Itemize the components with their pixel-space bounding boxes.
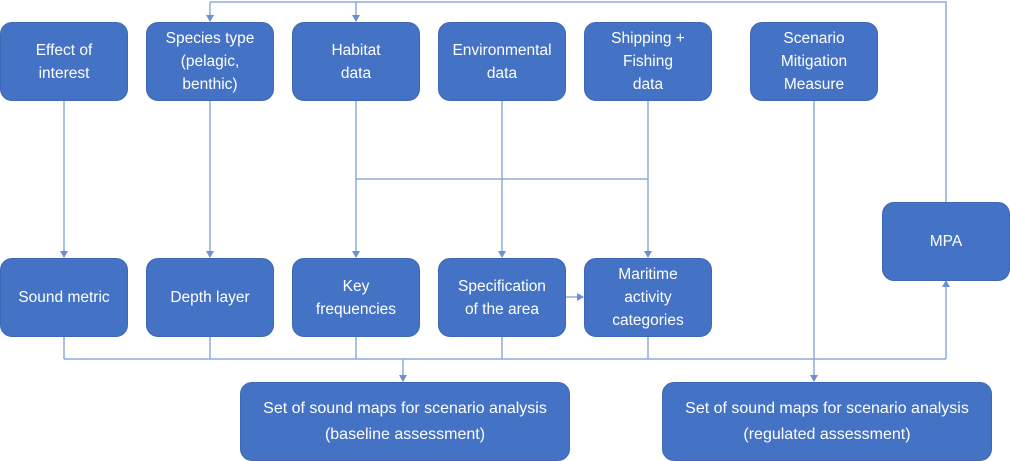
node-environmental-data: Environmental data bbox=[438, 22, 566, 101]
node-scenario-mitigation-measure: Scenario Mitigation Measure bbox=[750, 22, 878, 101]
node-regulated-sound-maps: Set of sound maps for scenario analysis … bbox=[662, 382, 992, 461]
node-mpa: MPA bbox=[882, 202, 1010, 281]
node-shipping-fishing-data: Shipping + Fishing data bbox=[584, 22, 712, 101]
connector-mpa-to-top bbox=[210, 1, 947, 202]
node-depth-layer: Depth layer bbox=[146, 258, 274, 337]
node-specification-of-area: Specification of the area bbox=[438, 258, 566, 337]
node-key-frequencies: Key frequencies bbox=[292, 258, 420, 337]
node-species-type: Species type (pelagic, benthic) bbox=[146, 22, 274, 101]
node-habitat-data: Habitat data bbox=[292, 22, 420, 101]
node-sound-metric: Sound metric bbox=[0, 258, 128, 337]
node-maritime-activity-categories: Maritime activity categories bbox=[584, 258, 712, 337]
node-effect-of-interest: Effect of interest bbox=[0, 22, 128, 101]
node-baseline-sound-maps: Set of sound maps for scenario analysis … bbox=[240, 382, 570, 461]
